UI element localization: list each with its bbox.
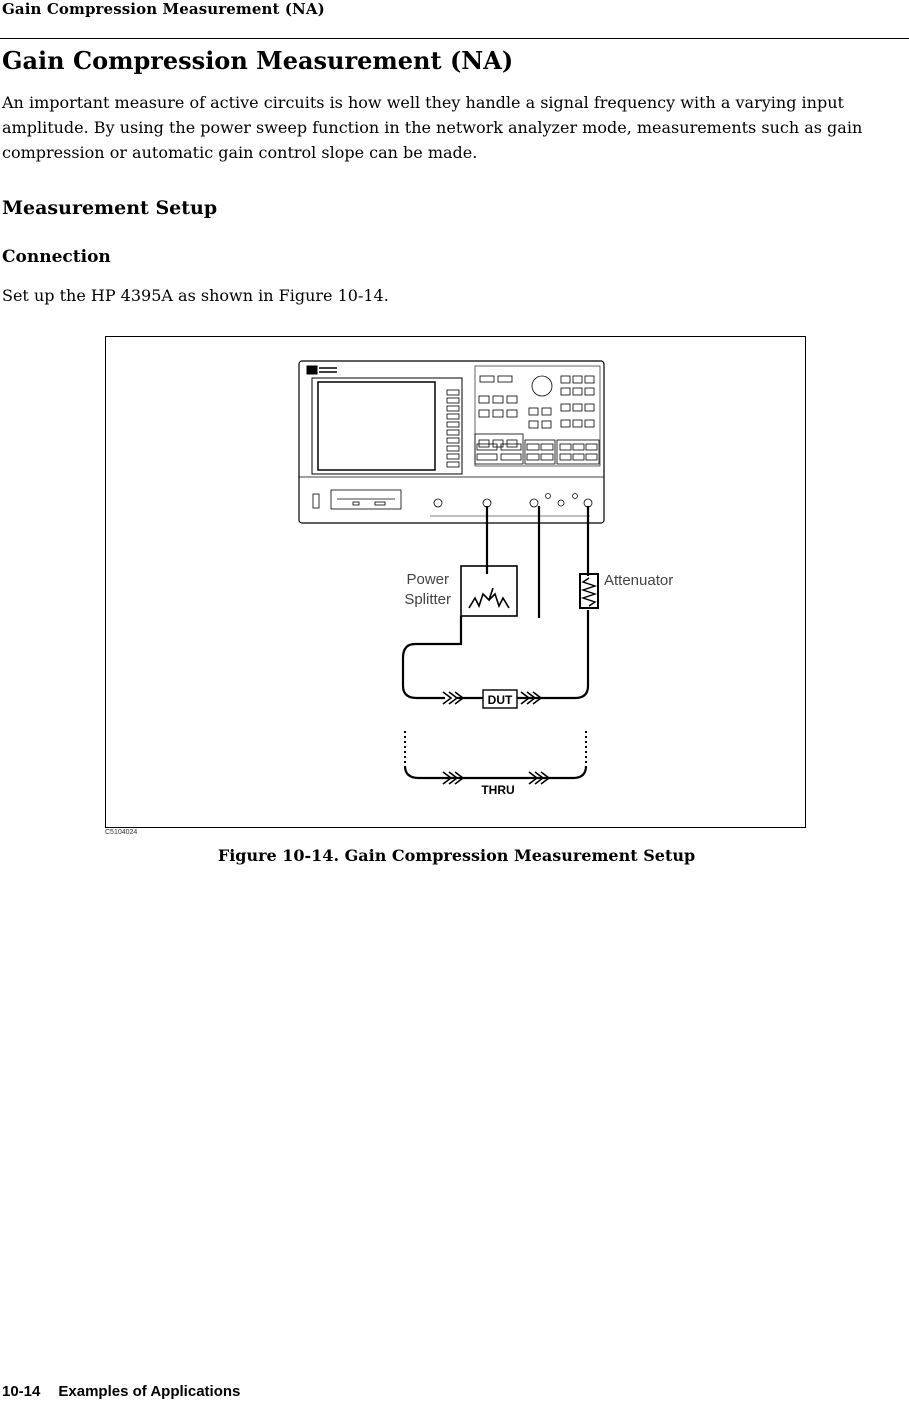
- figure-code: C5104024: [105, 829, 138, 836]
- setup-instruction: Set up the HP 4395A as shown in Figure 1…: [2, 286, 389, 305]
- figure-frame: [105, 336, 806, 828]
- a-input-port-icon: [529, 498, 539, 508]
- rf-out-port-icon: [433, 498, 443, 508]
- hp-logo-icon: [306, 365, 318, 375]
- splitter-to-dut-cable: [401, 616, 463, 700]
- thru-label: THRU: [481, 783, 514, 797]
- display-screen: [317, 381, 436, 471]
- power-splitter-label-line1: Power: [406, 571, 449, 588]
- power-splitter-label-line2: Splitter: [404, 591, 451, 608]
- b-input-port-icon: [583, 498, 593, 508]
- figure-caption: Figure 10-14. Gain Compression Measureme…: [217, 846, 696, 865]
- attenuator-label: Attenuator: [604, 572, 673, 589]
- r-input-port-icon: [482, 498, 492, 508]
- probe-port-icon: [557, 499, 565, 507]
- footer-section: Examples of Applications: [58, 1383, 241, 1400]
- network-analyzer-instrument: [298, 360, 605, 524]
- dut-path: [442, 689, 555, 709]
- connection-cables: [401, 506, 590, 700]
- lower-panel: [312, 489, 593, 517]
- running-header: Gain Compression Measurement (NA): [2, 0, 325, 18]
- page-title: Gain Compression Measurement (NA): [2, 46, 514, 75]
- header-rule: [0, 38, 909, 39]
- power-switch-icon: [312, 493, 320, 509]
- intro-paragraph: An important measure of active circuits …: [2, 93, 863, 162]
- section-heading: Measurement Setup: [2, 197, 218, 219]
- connection-diagram: Power Splitter Attenuator DUT THRU: [298, 360, 673, 797]
- power-splitter: [460, 565, 518, 617]
- front-panel-keys: [474, 365, 601, 467]
- subsection-heading: Connection: [2, 247, 111, 267]
- rotary-knob-icon: [531, 375, 553, 397]
- attenuator: [579, 573, 599, 609]
- softkey-column: [446, 389, 460, 468]
- page-number: 10-14: [2, 1383, 41, 1400]
- attenuator-to-dut-cable: [555, 610, 590, 700]
- page-footer: 10-14 Examples of Applications: [2, 1383, 240, 1400]
- dut-label: DUT: [488, 693, 513, 707]
- thru-path: [403, 731, 588, 785]
